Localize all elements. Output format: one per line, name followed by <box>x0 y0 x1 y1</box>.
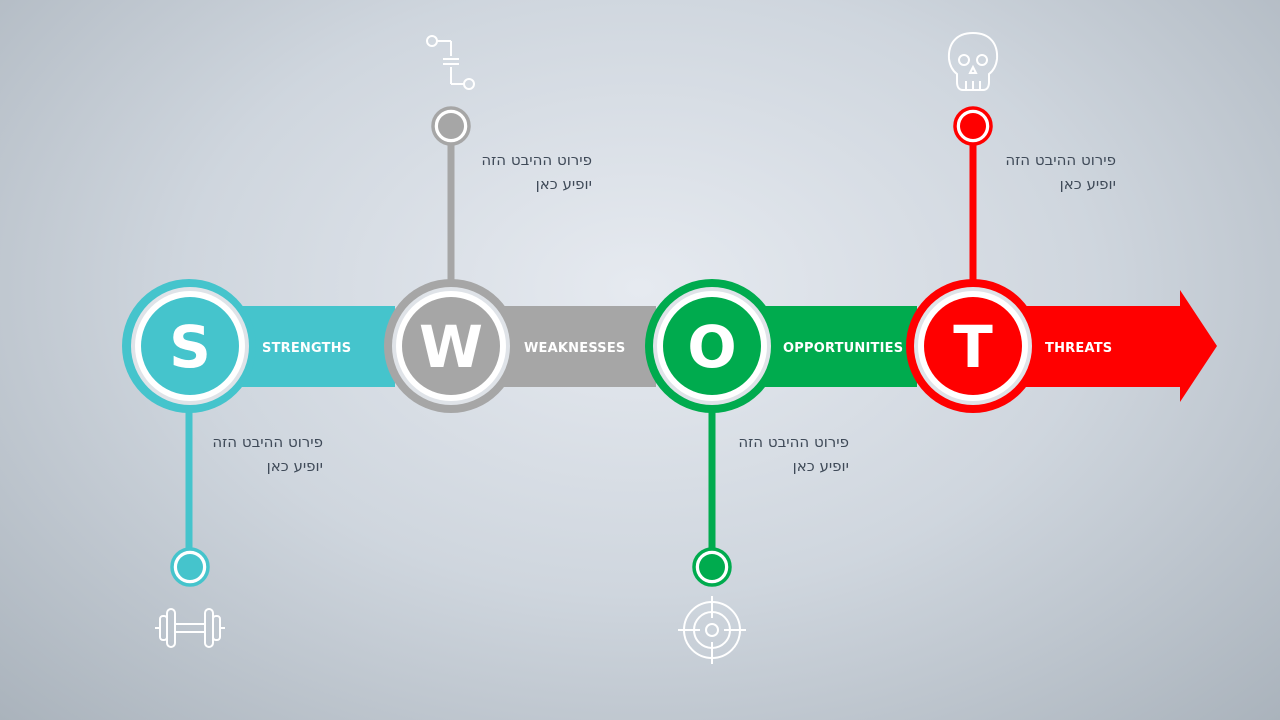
circuit-icon <box>426 35 475 90</box>
description-line: פירוט ההיבט הזה <box>481 151 592 169</box>
threats-arrow <box>973 290 1217 402</box>
dumbbell-icon <box>155 608 225 648</box>
letter-o: O <box>687 313 736 381</box>
label-strengths: STRENGTHS <box>262 341 351 356</box>
description-opportunities: פירוט ההיבט הזה יופיע כאן <box>679 430 849 478</box>
circle-w: W <box>384 279 518 413</box>
label-weaknesses: WEAKNESSES <box>524 341 626 356</box>
letter-t: T <box>953 313 993 381</box>
description-line: פירוט ההיבט הזה <box>212 433 323 451</box>
circle-o: O <box>645 279 779 413</box>
circle-t: T <box>906 279 1040 413</box>
letter-w: W <box>419 313 483 381</box>
description-line: פירוט ההיבט הזה <box>1005 151 1116 169</box>
letter-s: S <box>169 313 211 381</box>
circle-s: S <box>122 279 256 413</box>
description-line: יופיע כאן <box>792 457 849 475</box>
description-weaknesses: פירוט ההיבט הזה יופיע כאן <box>422 148 592 196</box>
description-line: יופיע כאן <box>1059 175 1116 193</box>
description-threats: פירוט ההיבט הזה יופיע כאן <box>946 148 1116 196</box>
label-opportunities: OPPORTUNITIES <box>783 341 903 356</box>
skull-icon <box>947 31 999 91</box>
description-line: פירוט ההיבט הזה <box>738 433 849 451</box>
connector-w <box>431 106 471 288</box>
connector-s <box>170 405 210 587</box>
description-line: יופיע כאן <box>266 457 323 475</box>
connector-o <box>692 405 732 587</box>
connector-t <box>953 106 993 288</box>
label-threats: THREATS <box>1045 341 1112 356</box>
description-strengths: פירוט ההיבט הזה יופיע כאן <box>153 430 323 478</box>
crosshair-icon <box>678 596 746 664</box>
description-line: יופיע כאן <box>535 175 592 193</box>
